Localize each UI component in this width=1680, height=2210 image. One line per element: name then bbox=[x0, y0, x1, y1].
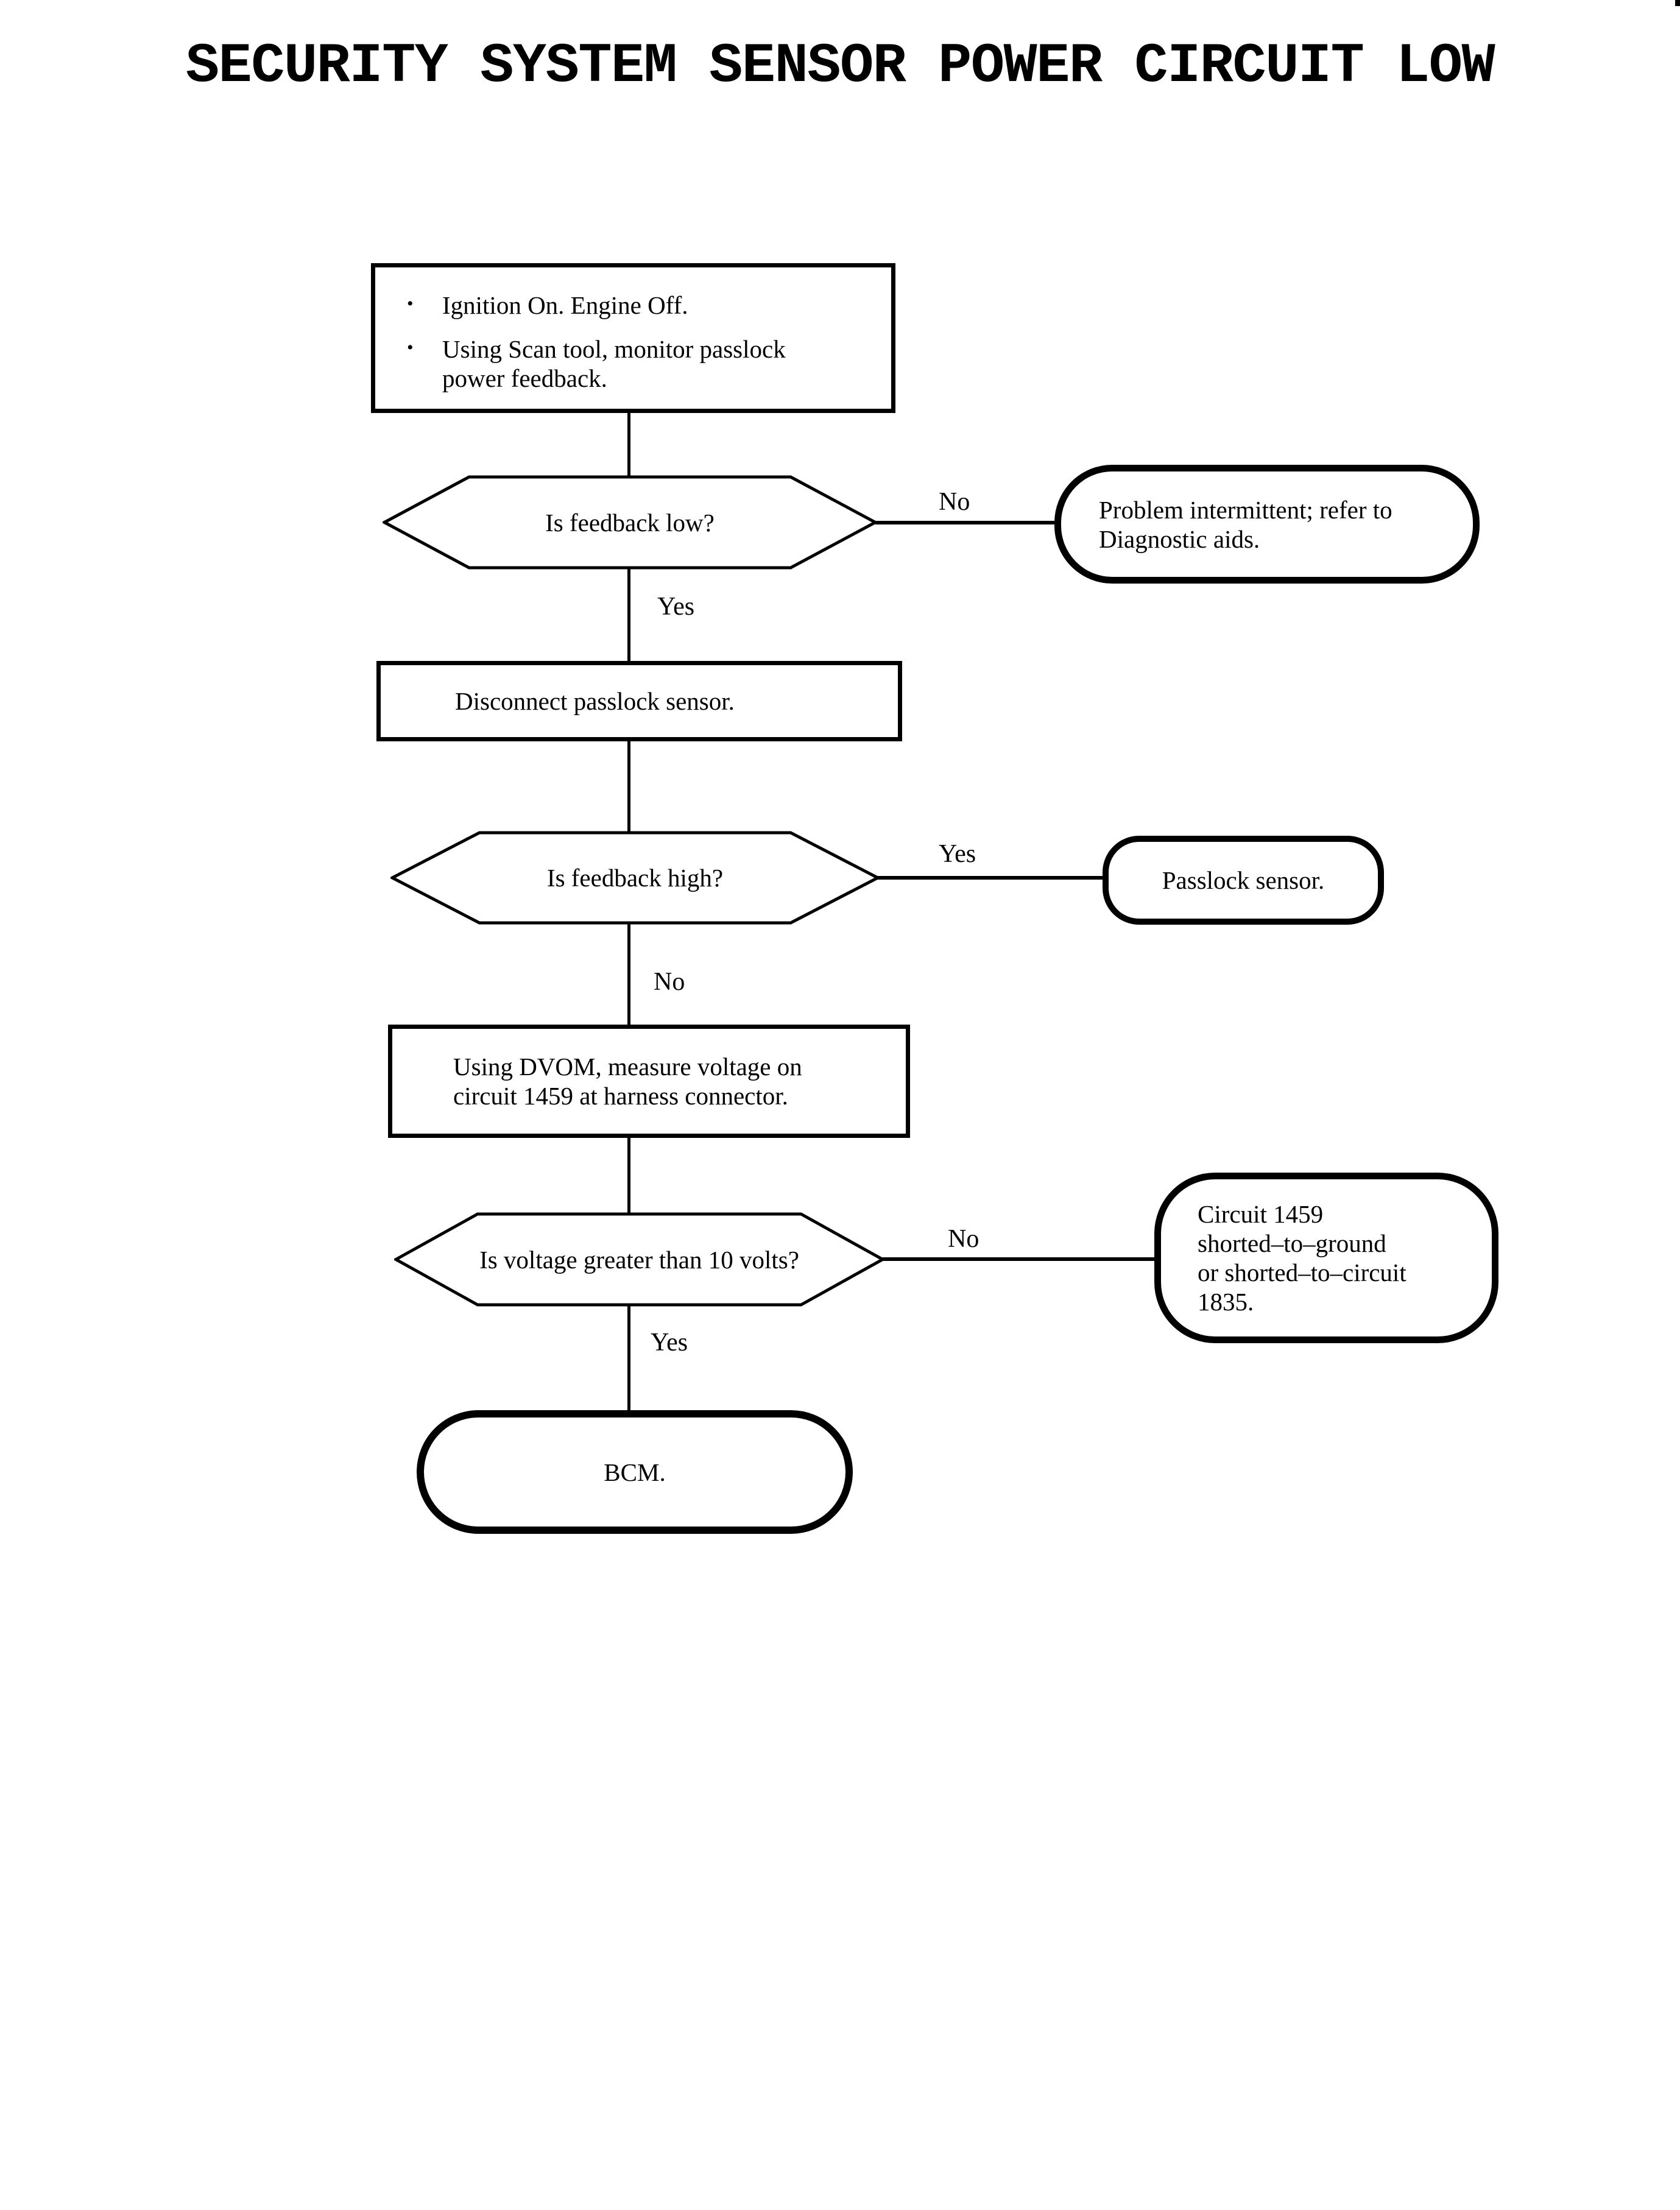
terminal-circuit-1459: Circuit 1459 shorted–to–ground or shorte… bbox=[1154, 1173, 1498, 1343]
connector-decision2-no bbox=[627, 923, 630, 1025]
start-box: • Ignition On. Engine Off. • Using Scan … bbox=[371, 263, 895, 413]
bullet-icon: • bbox=[407, 294, 414, 314]
start-box-bullet-item: • Ignition On. Engine Off. bbox=[407, 291, 879, 320]
start-box-text: Ignition On. Engine Off. bbox=[442, 291, 688, 319]
decision3-no-label: No bbox=[948, 1225, 979, 1253]
connector-process1-to-decision2 bbox=[627, 741, 630, 833]
decision1-question: Is feedback low? bbox=[545, 508, 715, 537]
start-box-bullet-item: • Using Scan tool, monitor passlock powe… bbox=[407, 334, 879, 393]
terminal-bcm: BCM. bbox=[417, 1410, 853, 1534]
terminal-problem-intermittent: Problem intermittent; refer to Diagnosti… bbox=[1054, 465, 1480, 584]
decision3-yes-label: Yes bbox=[651, 1329, 688, 1357]
decision1-yes-label: Yes bbox=[657, 593, 695, 621]
connector-decision1-yes bbox=[627, 568, 630, 661]
connector-decision1-no bbox=[875, 521, 1054, 524]
scan-artifact bbox=[1675, 0, 1680, 6]
terminal-passlock-sensor: Passlock sensor. bbox=[1103, 836, 1384, 925]
page-title: SECURITY SYSTEM SENSOR POWER CIRCUIT LOW bbox=[185, 34, 1495, 98]
decision3-question: Is voltage greater than 10 volts? bbox=[479, 1245, 799, 1274]
bullet-icon: • bbox=[407, 337, 414, 358]
decision2-no-label: No bbox=[654, 968, 685, 996]
connector-decision3-yes bbox=[627, 1305, 630, 1410]
process-dvom-measure: Using DVOM, measure voltage on circuit 1… bbox=[388, 1025, 910, 1138]
connector-decision2-yes bbox=[878, 876, 1103, 880]
start-box-text: Using Scan tool, monitor passlock power … bbox=[442, 335, 786, 392]
connector-start-to-decision1 bbox=[627, 413, 630, 477]
decision2-yes-label: Yes bbox=[939, 840, 976, 868]
process-disconnect-sensor: Disconnect passlock sensor. bbox=[376, 661, 902, 741]
decision2-question: Is feedback high? bbox=[546, 864, 724, 892]
connector-decision3-no bbox=[883, 1257, 1154, 1261]
connector-process2-to-decision3 bbox=[627, 1138, 630, 1214]
decision1-no-label: No bbox=[939, 488, 970, 516]
